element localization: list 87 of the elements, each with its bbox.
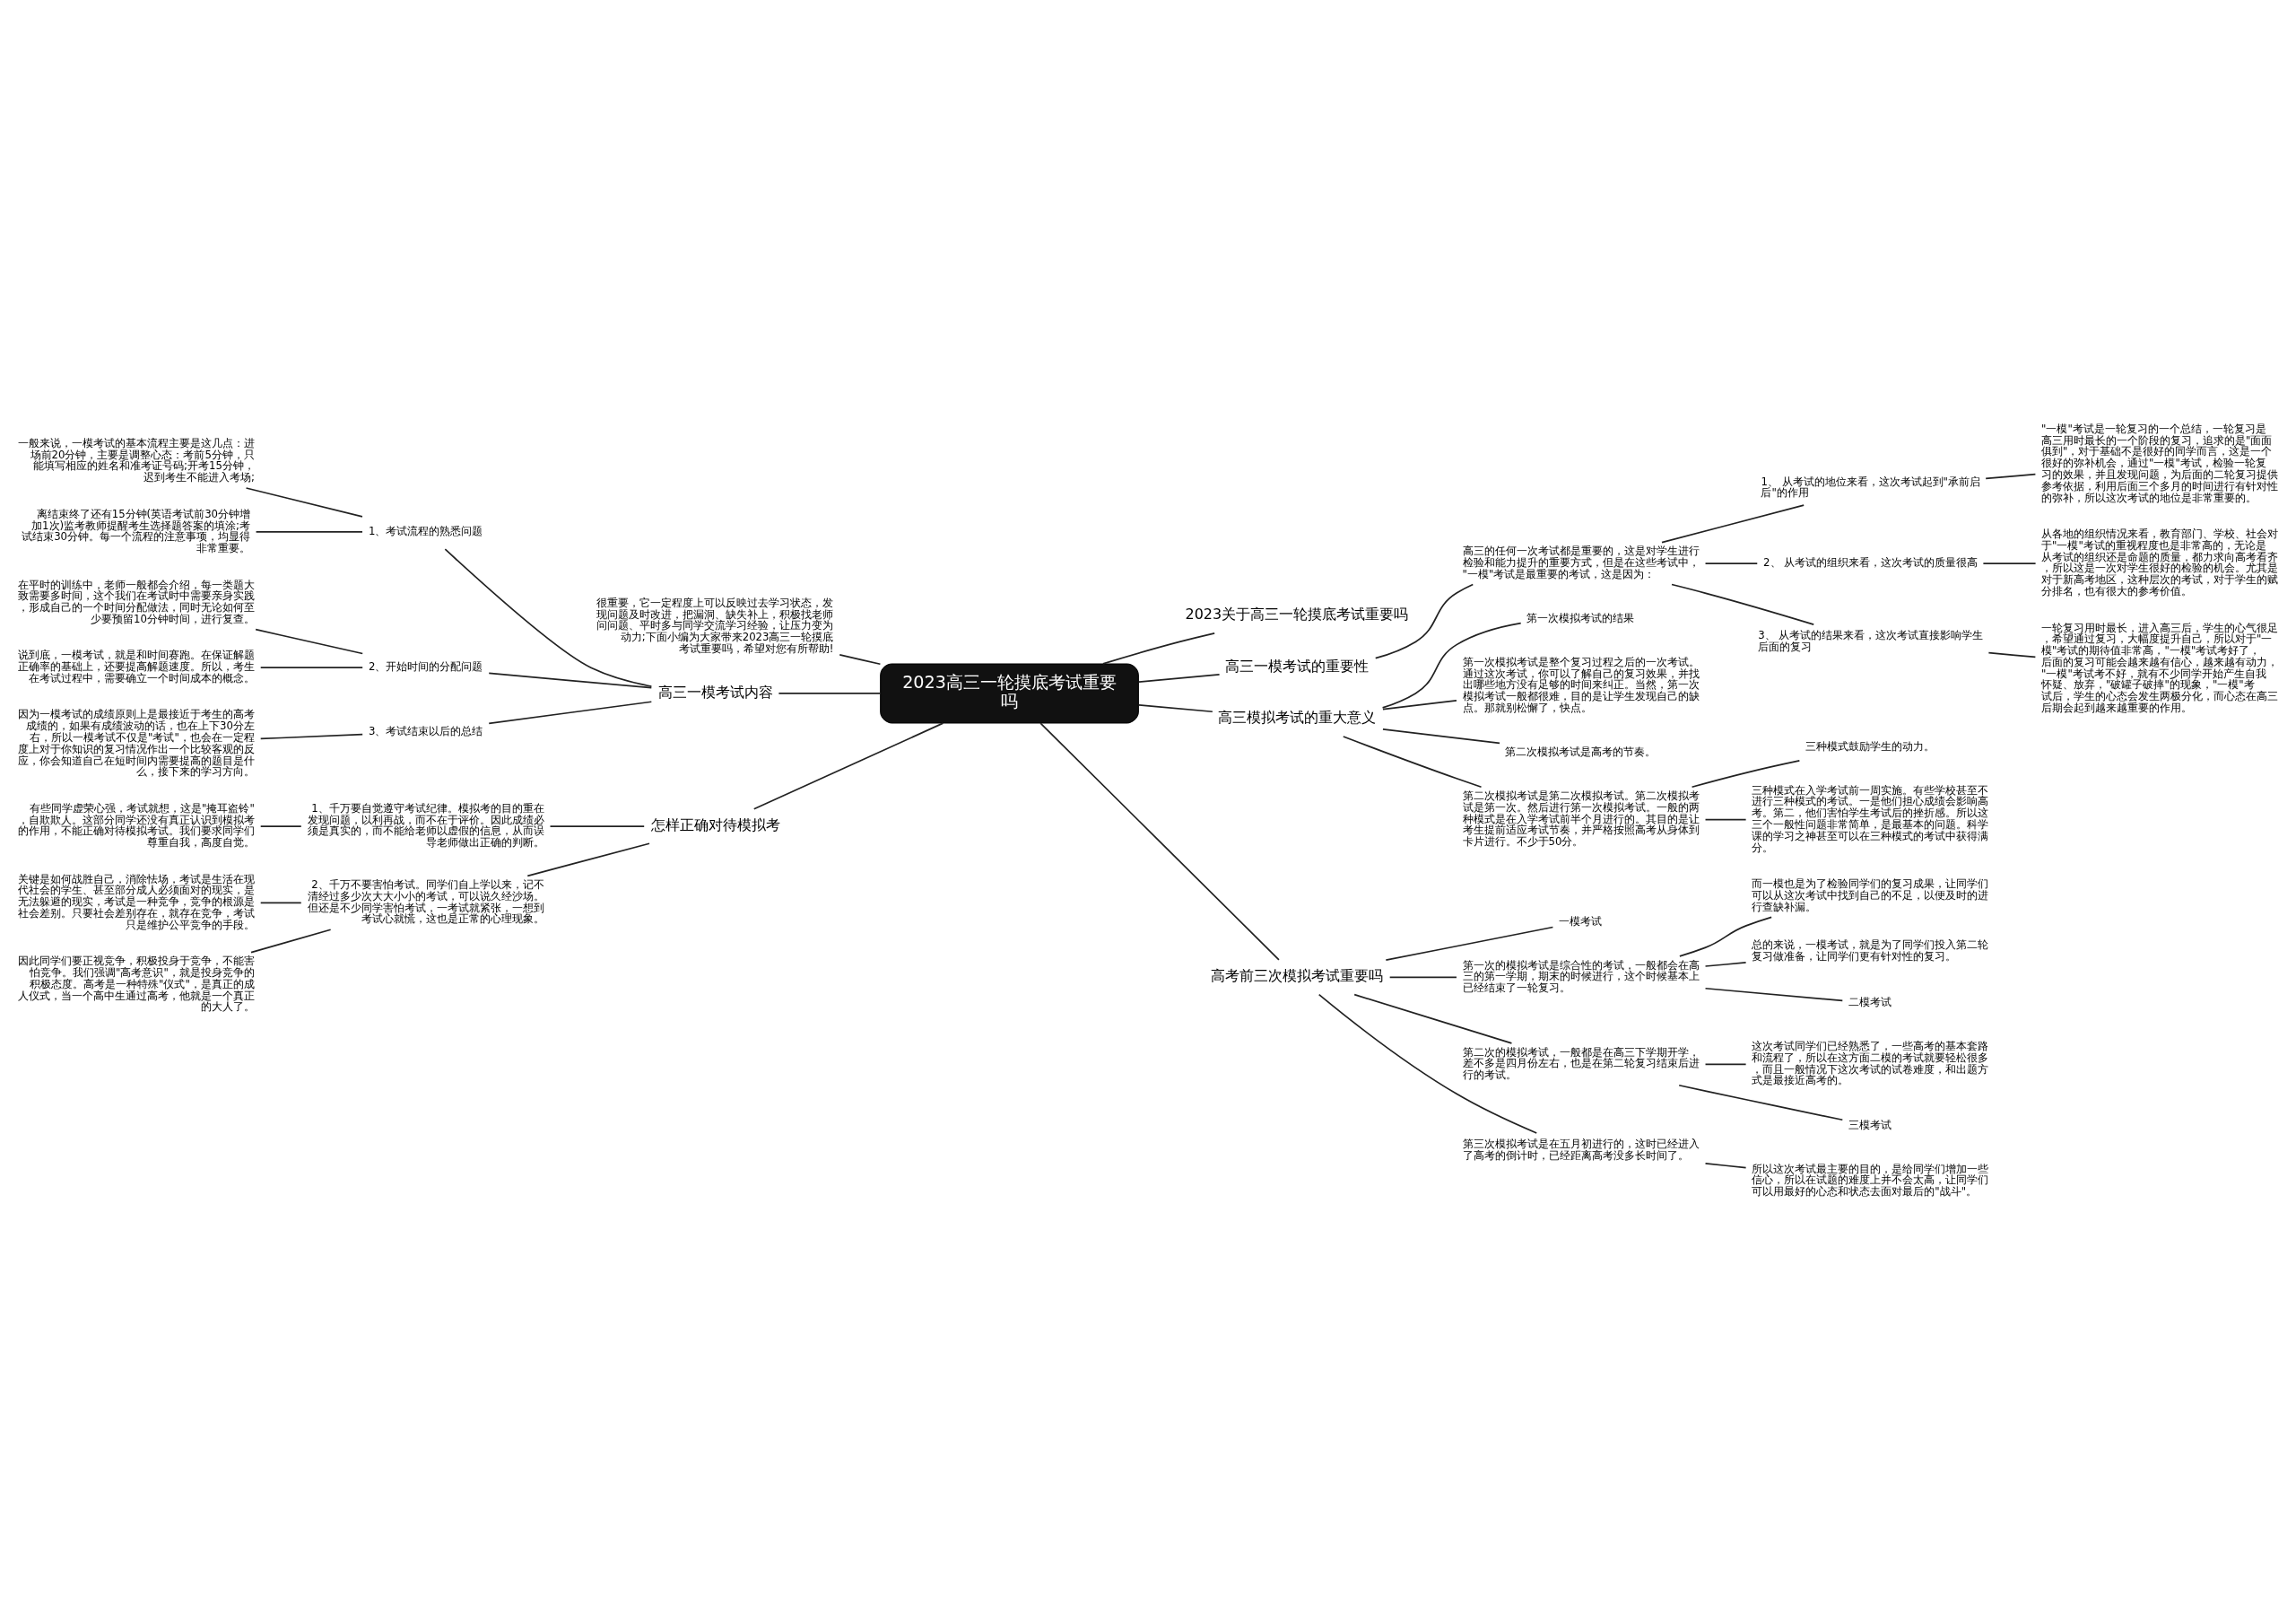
node-text: 2、开始时间的分配问题 bbox=[369, 660, 483, 674]
connector bbox=[1985, 473, 2037, 480]
node-text: 2、千万不要害怕考试。同学们自上学以来，记不清经过多少次大大小小的考试，可以说久经沙场。但还是不少同学害怕考试，一考试就紧张，一想到考试心就慌，这也是正常的心理现象。 bbox=[307, 878, 544, 926]
node-text: 因为一模考试的成绩原则上是最接近于考生的高考成绩的，如果有成绩波动的话，也在上下30分左右，所以一模考试不仅是"考试"，也会在一定程度上对于你知识的复习情况作出一个比较客观的反应，你会知道自己在短时间内需要提高的题目是什么，接下来的学习方向。 bbox=[17, 708, 255, 779]
connector bbox=[839, 654, 882, 666]
connector bbox=[1691, 760, 1801, 789]
node-text: 高三一模考试的重要性 bbox=[1225, 657, 1370, 675]
connector bbox=[752, 722, 944, 810]
connector bbox=[1381, 622, 1522, 709]
node-text: 第一次模拟考试的结果 bbox=[1526, 611, 1635, 624]
connector bbox=[259, 825, 302, 827]
node-text: 高三一模考试内容 bbox=[657, 683, 773, 701]
connector bbox=[1704, 962, 1747, 967]
node-text: 2、 从考试的组织来看，这次考试的质量很高 bbox=[1763, 556, 1979, 570]
connector bbox=[1987, 651, 2037, 658]
node-box: 2023高三一轮摸底考试重要吗 bbox=[880, 663, 1139, 724]
connector bbox=[1353, 993, 1513, 1044]
connector bbox=[488, 701, 653, 725]
connector bbox=[1678, 1084, 1844, 1121]
connector bbox=[1382, 699, 1457, 711]
connector bbox=[488, 672, 653, 689]
node-text: 1、 从考试的地位来看，这次考试起到"承前启后"的作用 bbox=[1761, 475, 1980, 500]
connector bbox=[259, 733, 364, 740]
node-text: 高三模拟考试的重大意义 bbox=[1218, 709, 1377, 727]
node-text: 所以这次考试最主要的目的，是给同学们增加一些信心，所以在试题的难度上并不会太高，让同学们可以用最好的心态和状态去面对最后的"战斗"。 bbox=[1752, 1162, 1989, 1199]
node-text: 很重要，它一定程度上可以反映过去学习状态，发现问题及时改进，把漏洞、缺失补上，积极找老师问问题、平时多与同学交流学习经验，让压力变为动力;下面小编为大家带来2023高三一轮摸底考试重要吗，希望对您有所帮助! bbox=[596, 596, 834, 655]
connector bbox=[1704, 818, 1747, 821]
node-text: 高考前三次模拟考试重要吗 bbox=[1211, 967, 1384, 985]
node-text: 第二次模拟考试是第二次模拟考试。第二次模拟考试是第一次。然后进行第一次模拟考试。一般的两种模式是在入学考试前半个月进行的。其目的是让考生提前适应考试节奏，并严格按照高考从身体到卡片进行。不少于50分。 bbox=[1462, 789, 1700, 849]
connector bbox=[549, 825, 646, 827]
node-text: 有些同学虚荣心强，考试就想，这是"掩耳盗铃"，自欺欺人。这部分同学还没有真正认识到模拟考的作用，不能正确对待模拟考试。我们要求同学们尊重自我，高度自觉。 bbox=[17, 801, 255, 850]
connector bbox=[259, 902, 302, 904]
node-text: 这次考试同学们已经熟悉了，一些高考的基本套路和流程了，所以在这方面二模的考试就要轻松很多，而且一般情况下这次考试的试卷难度，和出题方式是最接近高考的。 bbox=[1752, 1040, 1989, 1087]
node-text: 第一次的模拟考试是综合性的考试，一般都会在高三的第一学期，期末的时候进行，这个时候基本上已经结束了一轮复习。 bbox=[1462, 958, 1700, 995]
connector bbox=[1342, 736, 1483, 789]
node-text: 三种模式鼓励学生的动力。 bbox=[1805, 739, 1935, 753]
connector bbox=[250, 929, 332, 954]
node-text: 第一次模拟考试是整个复习过程之后的一次考试。通过这次考试，你可以了解自己的复习效果，并找出哪些地方没有足够的时间来纠正。当然，第一次模拟考试一般都很难，目的是让学生发现自己的缺点。那就别松懈了，快点。 bbox=[1462, 655, 1700, 714]
node-text: 第二次模拟考试是高考的节奏。 bbox=[1505, 746, 1657, 758]
node-text: 一模考试 bbox=[1559, 914, 1603, 928]
node-text: 而一模也是为了检验同学们的复习成果，让同学们可以从这次考试中找到自己的不足，以便及时的进行查缺补漏。 bbox=[1752, 877, 1989, 913]
connector bbox=[1671, 583, 1815, 625]
connector bbox=[1704, 987, 1844, 1002]
connector bbox=[778, 693, 882, 694]
connector bbox=[1137, 704, 1213, 713]
connector bbox=[1137, 674, 1221, 683]
connector bbox=[526, 842, 650, 877]
node-text: 因此同学们要正视竞争，积极投身于竞争，不能害怕竞争。我们强调"高考意识"，就是投身竞争的积极态度。高考是一种特殊"仪式"，是真正的成人仪式，当一个高中生通过高考，他就是一个真正的大人了。 bbox=[17, 955, 255, 1014]
connector bbox=[1102, 632, 1215, 665]
node-text: 3、 从考试的结果来看，这次考试直接影响学生后面的复习 bbox=[1758, 629, 1984, 653]
node-text: 1、考试流程的熟悉问题 bbox=[369, 524, 483, 537]
connector bbox=[1039, 722, 1280, 961]
node-text: 在平时的训练中，老师一般都会介绍，每一类题大致需要多时间，这个我们在考试时中需要亲身实践，形成自己的一个时间分配做法，同时无论如何至少要预留10分钟时间，进行复查。 bbox=[17, 578, 255, 625]
node-text: 2023关于高三一轮摸底考试重要吗 bbox=[1185, 606, 1409, 624]
node-text: 离结束终了还有15分钟(英语考试前30分钟增加1次)监考教师提醒考生选择题答案的填涂;考试结束30分钟。每一个流程的注意事项，均显得非常重要。 bbox=[22, 507, 251, 555]
connector bbox=[1704, 1163, 1747, 1169]
node-text: 第二次的模拟考试，一般都是在高三下学期开学，差不多是四月份左右，也是在第二轮复习结束后进行的考试。 bbox=[1462, 1045, 1700, 1082]
connector bbox=[1385, 926, 1554, 961]
node-text: 第三次模拟考试是在五月初进行的，这时已经进入了高考的倒计时，已经距离高考没多长时间了。 bbox=[1462, 1137, 1700, 1162]
node-text: 二模考试 bbox=[1848, 996, 1892, 1009]
connector bbox=[1382, 728, 1500, 745]
connector bbox=[1661, 504, 1805, 544]
node-text: 三模考试 bbox=[1848, 1118, 1892, 1131]
node-text: 一般来说，一模考试的基本流程主要是这几点：进场前20分钟，主要是调整心态：考前5分钟，只能填写相应的姓名和准考证号码;开考15分钟，迟到考生不能进入考场; bbox=[17, 436, 255, 484]
connector bbox=[1704, 562, 1759, 564]
connector bbox=[245, 487, 363, 518]
connector bbox=[255, 628, 364, 655]
node-text: 一轮复习用时最长，进入高三后，学生的心气很足，希望通过复习，大幅度提升自己，所以对于"一模"考试的期待值非常高，"一模"考试考好了，后面的复习可能会越来越有信心，越来越有动力，"一模"考试考不好，就有不少同学开始产生自我怀疑、放弃，"破罐子破摔"的现象，"一模"考试后，学生的心态会发生两极分化，而心态在高三后期会起到越来越重要的作用。 bbox=[2041, 621, 2279, 714]
node-text: 说到底，一模考试，就是和时间赛跑。在保证解题正确率的基础上，还要提高解题速度。所以，考生在考试过程中，需要确立一个时间成本的概念。 bbox=[17, 649, 255, 685]
node-text: 怎样正确对待模拟考 bbox=[650, 815, 780, 833]
connector bbox=[255, 531, 363, 533]
connector bbox=[259, 667, 364, 669]
connector bbox=[1318, 993, 1538, 1134]
node-text: 3、考试结束以后的总结 bbox=[369, 724, 483, 737]
connector bbox=[1374, 583, 1474, 659]
node-text: "一模"考试是一轮复习的一个总结，一轮复习是高三用时最长的一个阶段的复习，追求的是"面面俱到"，对于基础不是很好的同学而言，这是一个很好的弥补机会，通过"一模"考试，检验一轮复习的效果，并且发现问题，为后面的二轮复习提供参考依据，利用后面三个多月的时间进行有针对性的弥补，所以这次考试的地位是非常重要的。 bbox=[2041, 422, 2279, 504]
connector bbox=[1388, 976, 1457, 979]
node-text: 总的来说，一模考试，就是为了同学们投入第二轮复习做准备，让同学们更有针对性的复习。 bbox=[1752, 938, 1989, 963]
connector bbox=[444, 548, 653, 687]
node-text: 三种模式在入学考试前一周实施。有些学校甚至不进行三种模式的考试。一是他们担心成绩会影响高考。第二，他们害怕学生考试后的挫折感。所以这三个一般性问题非常简单，是最基本的问题。科学课的学习之神甚至可以在三种模式的考试中获得满分。 bbox=[1752, 783, 1989, 854]
node-text: 高三的任何一次考试都是重要的，这是对学生进行检验和能力提升的重要方式，但是在这些考试中，"一模"考试是最重要的考试，这是因为： bbox=[1462, 545, 1700, 580]
node-text: 1、千万要自觉遵守考试纪律。模拟考的目的重在发现问题，以利再战，而不在于评价。因此成绩必须是真实的，而不能给老师以虚假的信息，从而误导老师做出正确的判断。 bbox=[307, 801, 544, 850]
connector bbox=[1704, 1063, 1747, 1066]
connector bbox=[1982, 562, 2037, 564]
node-text: 从各地的组织情况来看，教育部门、学校、社会对于"一模"考试的重视程度也是非常高的，无论是从考试的组织还是命题的质量，都力求向高考看齐，所以这是一次对学生很好的检验的机会。尤其是对于新高考地区，这种层次的考试，对于学生的赋分排名，也有很大的参考价值。 bbox=[2041, 528, 2279, 598]
node-text: 关键是如何战胜自己，消除怯场，考试是生活在现代社会的学生、甚至部分成人必须面对的现实，是无法躲避的现实，考试是一种竞争，竞争的根源是社会差别。只要社会差别存在，就存在竞争，考试只是维护公平竞争的手段。 bbox=[17, 872, 255, 931]
connector bbox=[1679, 916, 1772, 957]
